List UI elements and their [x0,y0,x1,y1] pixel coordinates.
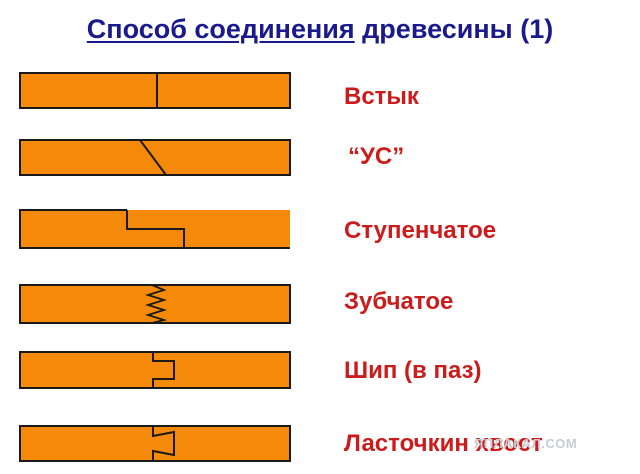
label-finger: Зубчатое [344,288,454,315]
board [19,139,291,176]
step-seam [126,210,185,248]
board [19,425,291,462]
joint-butt [19,72,291,109]
label-stepped: Ступенчатое [344,217,497,244]
board [19,72,291,109]
left-board-outline [19,209,184,249]
joint-miter [19,139,291,176]
board [19,351,291,389]
seam-line [139,139,167,176]
joint-finger [19,284,291,324]
title-rest: древесины (1) [354,14,554,44]
label-tenon: Шип (в паз) [344,357,482,384]
label-miter: “УС” [348,143,405,170]
joint-tenon [19,351,291,389]
title-underlined: Способ соединения [86,14,355,44]
dovetail-seam [152,426,175,461]
label-butt: Встык [344,83,419,110]
tenon-seam [152,352,175,388]
joint-stepped [19,209,290,249]
page-title: Способ соединения древесины (1) [0,14,640,45]
watermark: ЯПЛАКАЛ.COM [474,436,578,451]
joint-dovetail [19,425,291,462]
label-dovetail: Ласточкин хвост [344,430,543,457]
zigzag-seam [144,284,168,324]
